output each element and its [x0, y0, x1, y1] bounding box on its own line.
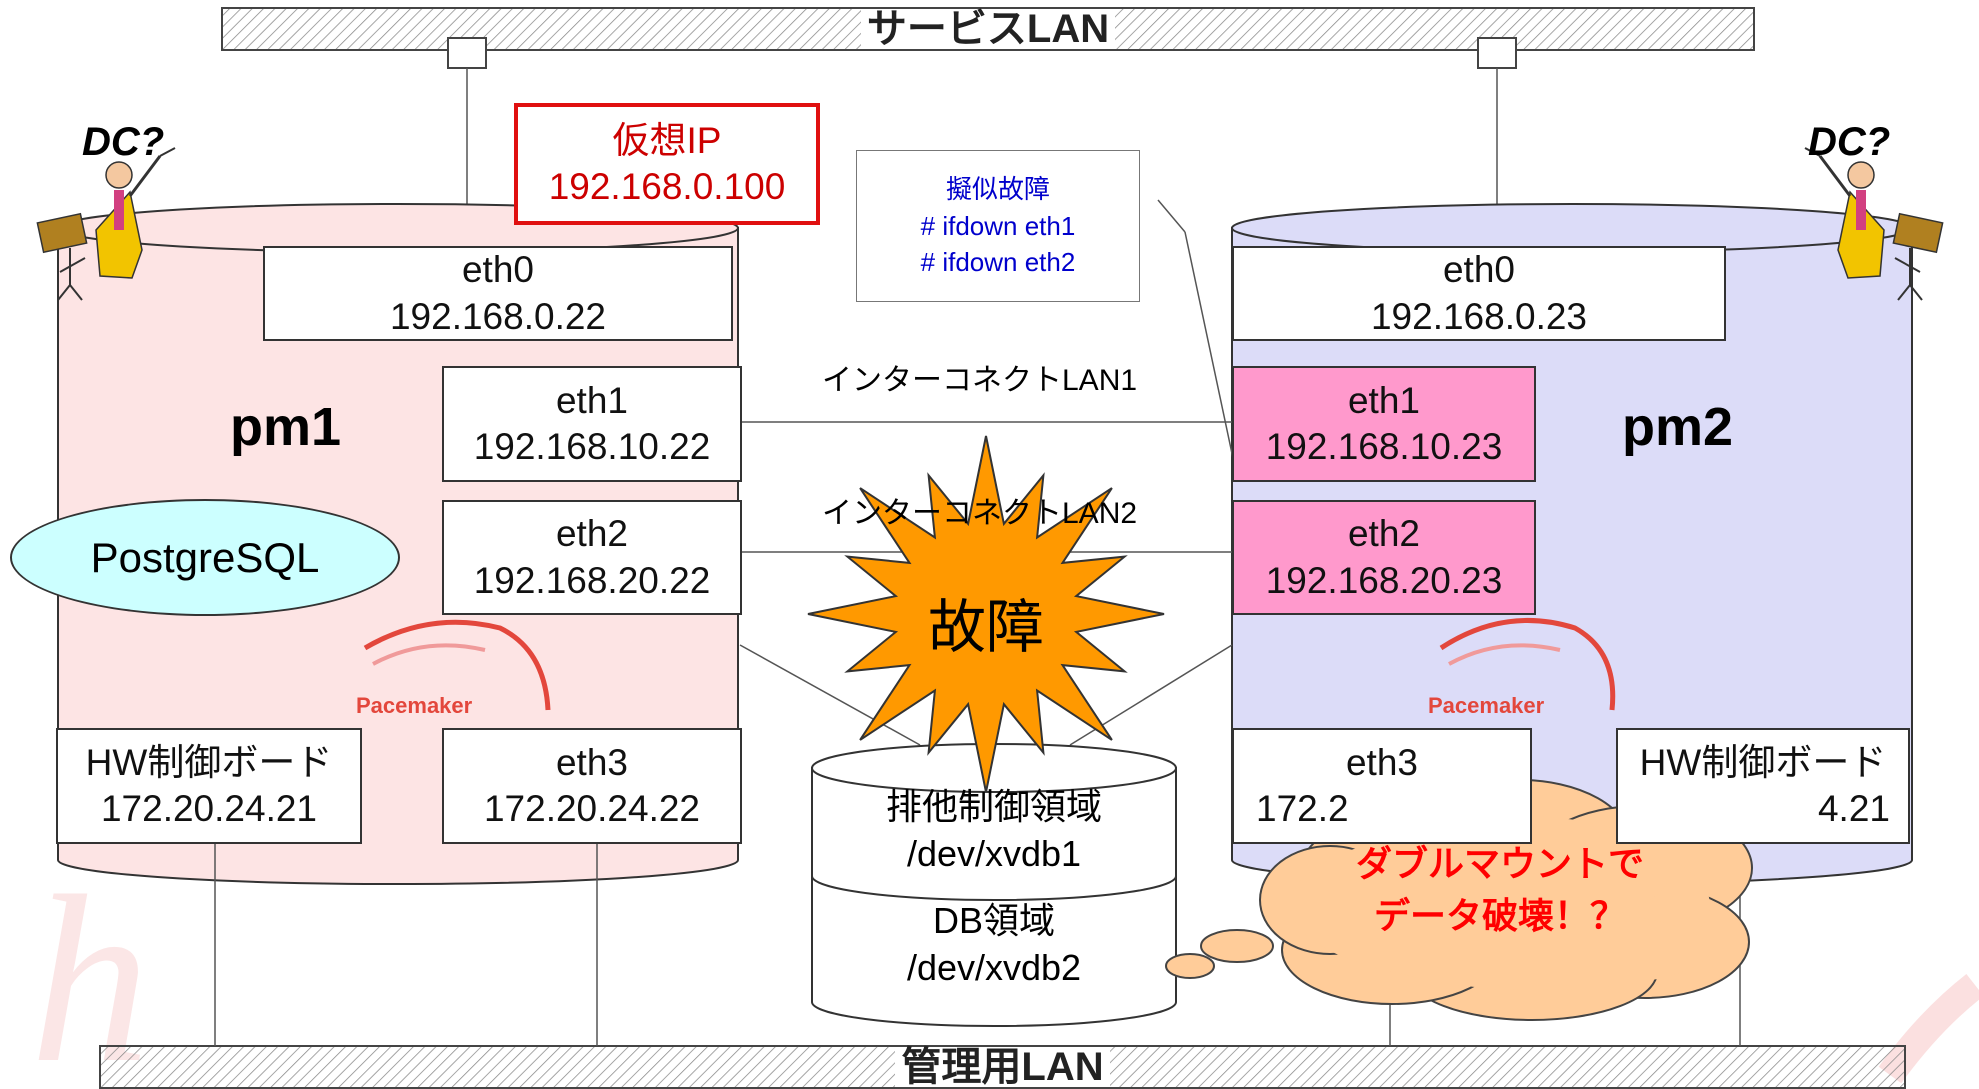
fault-note-title: 擬似故障 [945, 174, 1050, 205]
pacemaker-logo-node2 [1439, 618, 1616, 711]
node2-eth1-name: eth1 [1347, 379, 1420, 421]
node2-eth1-ip: 192.168.10.23 [1265, 426, 1503, 467]
node2-eth3-box: eth3 172.2 [1232, 728, 1532, 844]
node2-hw-board-ip: 4.21 [1817, 788, 1890, 829]
warning-cloud [1165, 779, 1753, 1021]
node2-eth2-name: eth2 [1347, 513, 1420, 555]
node2-eth3-ip: 172.2 [1256, 788, 1349, 829]
node1-eth1-ip: 192.168.10.22 [473, 426, 711, 467]
node2-eth0-ip: 192.168.0.23 [1370, 295, 1588, 337]
node1-eth0-box: eth0 192.168.0.22 [263, 246, 733, 341]
fault-starburst [807, 435, 1165, 793]
warning-line-2: データ破壊！？ [1373, 895, 1626, 937]
storage-link-left [739, 644, 921, 746]
db-area-name: DB領域 [932, 900, 1055, 941]
interconnect-lan1-label: インターコネクトLAN1 [822, 364, 1138, 397]
node1-hw-board-name: HW制御ボード [85, 741, 333, 783]
virtual-ip-box: 仮想IP 192.168.0.100 [514, 103, 820, 225]
node2-eth2-ip: 192.168.20.23 [1265, 559, 1503, 601]
node1-eth3-ip: 172.20.24.22 [483, 788, 701, 829]
virtual-ip-address: 192.168.0.100 [548, 166, 786, 207]
shared-disk [811, 743, 1177, 1027]
warning-cloud-text: ダブルマウントで データ破壊！？ [1330, 838, 1670, 942]
management-lan-bar-label-wrap: 管理用LAN [100, 1046, 1905, 1088]
node1-name: pm1 [230, 397, 342, 457]
interconnect-lan2-label: インターコネクトLAN2 [822, 497, 1138, 530]
db-area-device: /dev/xvdb2 [906, 946, 1082, 988]
warning-line-1: ダブルマウントで [1355, 843, 1644, 884]
service-lan-label: サービスLAN [860, 9, 1116, 49]
fault-burst-label: 故障 [927, 595, 1044, 660]
node2-eth0-name: eth0 [1442, 249, 1515, 291]
exclusive-area-device: /dev/xvdb1 [906, 832, 1082, 874]
node1-hw-board-box: HW制御ボード 172.20.24.21 [56, 728, 362, 844]
exclusive-area-name: 排他制御領域 [885, 786, 1102, 827]
fault-note-pointer-a [1157, 199, 1186, 233]
node1-eth2-box: eth2 192.168.20.22 [442, 500, 742, 615]
service-lan-bar-label-wrap: サービスLAN [222, 8, 1754, 50]
node2-hw-board-name: HW制御ボード [1639, 741, 1887, 783]
node1-eth0-name: eth0 [461, 249, 534, 291]
service-lan-port-left [447, 37, 487, 69]
node2-cylinder-top [1231, 203, 1913, 253]
dc-label-node1: DC? [82, 120, 165, 164]
node1-eth0-ip: 192.168.0.22 [389, 295, 607, 337]
node2-eth2-box: eth2 192.168.20.23 [1232, 500, 1536, 615]
node1-eth2-name: eth2 [555, 513, 628, 555]
node1-eth3-box: eth3 172.20.24.22 [442, 728, 742, 844]
shared-disk-upper-label: 排他制御領域 /dev/xvdb1 [812, 784, 1176, 878]
fault-note-command-1: # ifdown eth1 [920, 210, 1076, 241]
node1-eth2-ip: 192.168.20.22 [473, 559, 711, 601]
node2-hw-board-box: HW制御ボード 4.21 [1616, 728, 1910, 844]
fault-note-pointer-b [1184, 231, 1235, 464]
node2-eth3-name: eth3 [1345, 741, 1418, 783]
postgresql-badge-label: PostgreSQL [90, 533, 320, 581]
fault-note-command-2: # ifdown eth2 [920, 247, 1076, 278]
node1-hw-board-ip: 172.20.24.21 [100, 788, 318, 829]
node2-eth0-box: eth0 192.168.0.23 [1232, 246, 1726, 341]
virtual-ip-title: 仮想IP [612, 119, 722, 161]
dc-label-node2: DC? [1808, 120, 1891, 164]
postgresql-badge: PostgreSQL [10, 499, 400, 616]
conductor-left-icon [36, 147, 176, 301]
node2-eth1-box: eth1 192.168.10.23 [1232, 366, 1536, 482]
node1-pacemaker-logo-text: Pacemaker [356, 693, 473, 718]
shared-disk-lower-label: DB領域 /dev/xvdb2 [812, 898, 1176, 992]
fault-note-box: 擬似故障 # ifdown eth1 # ifdown eth2 [856, 150, 1140, 302]
node2-name: pm2 [1622, 397, 1734, 457]
node1-eth1-name: eth1 [555, 379, 628, 421]
node1-eth3-name: eth3 [555, 741, 628, 783]
node2-pacemaker-logo-text: Pacemaker [1428, 693, 1545, 718]
node1-eth1-box: eth1 192.168.10.22 [442, 366, 742, 482]
pacemaker-logo-node1 [363, 619, 551, 711]
management-lan-label: 管理用LAN [895, 1047, 1110, 1087]
